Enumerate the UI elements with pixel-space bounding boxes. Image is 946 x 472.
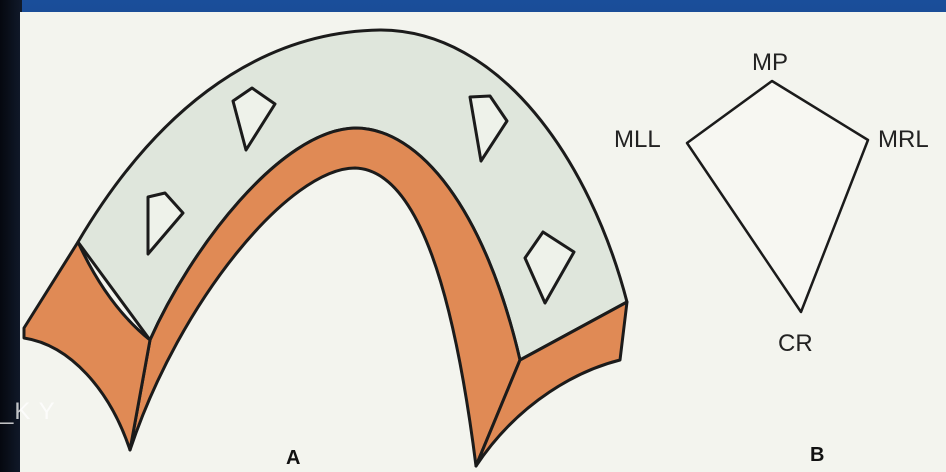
panel-a-label: A <box>286 447 300 469</box>
kite-outline <box>687 81 868 312</box>
vertex-label-mrl: MRL <box>878 126 929 153</box>
vertex-label-cr: CR <box>778 330 813 357</box>
dental-arch-diagram: A <box>24 30 627 469</box>
kite-diagram: MP MLL MRL CR B <box>614 49 929 466</box>
vertex-label-mp: MP <box>752 49 788 76</box>
overlay-caption-fragment: _K Y <box>0 398 56 426</box>
panel-b-label: B <box>810 444 824 466</box>
vertex-label-mll: MLL <box>614 126 661 153</box>
